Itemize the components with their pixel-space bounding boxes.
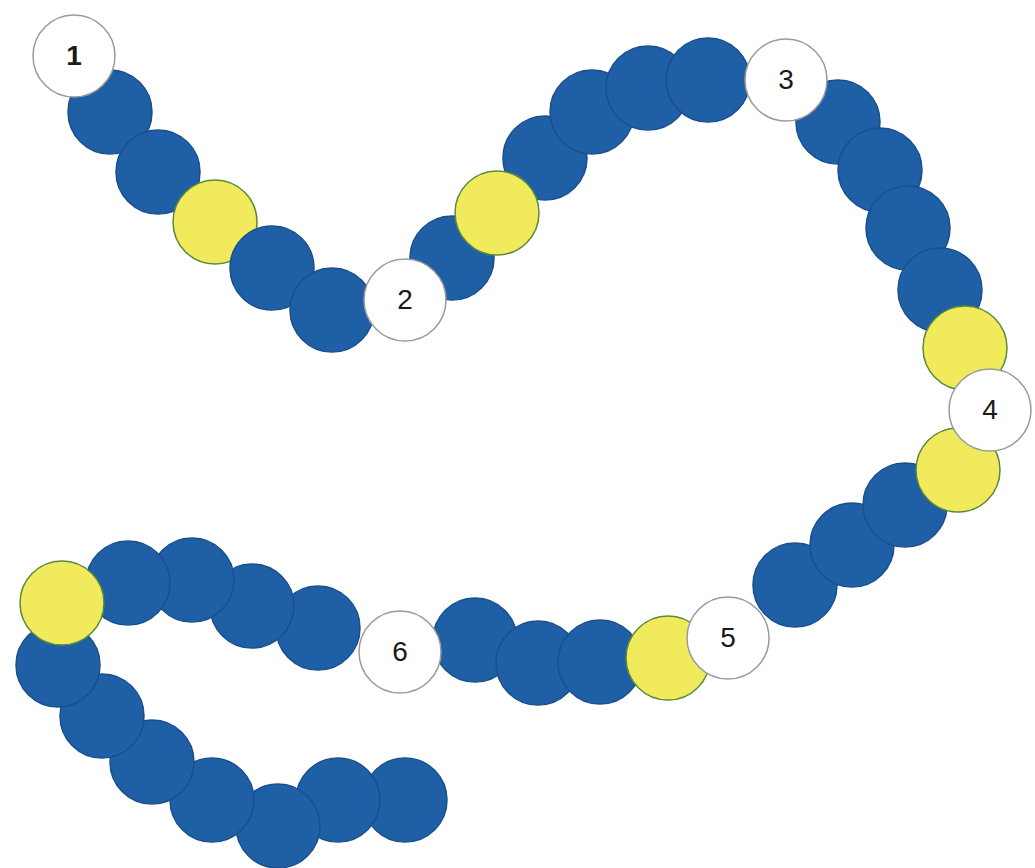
callout-number: 4 — [982, 396, 998, 424]
white-bead — [949, 369, 1031, 451]
numbered-bead: 5 — [686, 596, 770, 680]
numbered-bead: 3 — [744, 38, 828, 122]
white-bead — [364, 259, 446, 341]
white-bead — [359, 611, 441, 693]
callout-number: 1 — [66, 42, 82, 70]
blue-bead — [666, 38, 750, 122]
white-bead — [745, 39, 827, 121]
yellow-bead — [20, 561, 104, 645]
callout-number: 6 — [392, 638, 408, 666]
white-bead — [687, 597, 769, 679]
numbered-bead: 4 — [948, 368, 1032, 452]
white-bead — [33, 15, 115, 97]
numbered-bead: 2 — [363, 258, 447, 342]
blue-bead — [290, 268, 374, 352]
numbered-bead: 6 — [358, 610, 442, 694]
callout-number: 2 — [397, 286, 413, 314]
yellow-bead — [455, 171, 539, 255]
callout-number: 5 — [720, 624, 736, 652]
beads — [16, 38, 1007, 868]
numbered-bead: 1 — [32, 14, 116, 98]
callout-number: 3 — [778, 66, 794, 94]
